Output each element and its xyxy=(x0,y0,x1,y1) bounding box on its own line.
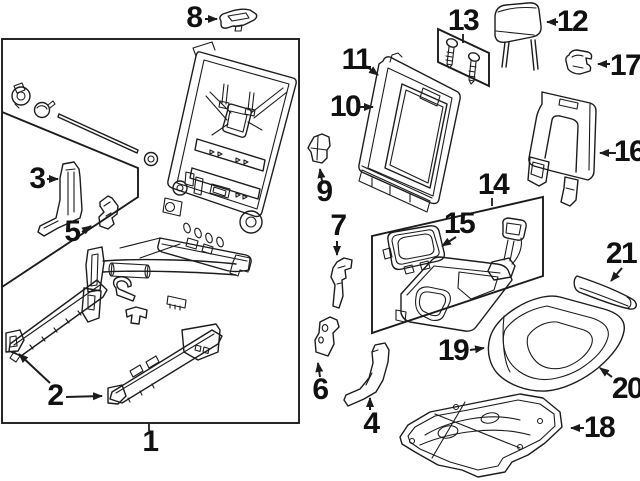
callout-1[interactable]: 1 xyxy=(142,425,159,458)
callout-17[interactable]: 17 xyxy=(609,49,640,82)
seat-base-drawing xyxy=(85,237,252,325)
callout-14[interactable]: 14 xyxy=(477,168,510,201)
group-box-13 xyxy=(437,27,490,88)
torsion-rod xyxy=(57,113,159,167)
seat-track-right xyxy=(107,323,223,405)
seat-back-frame-drawing xyxy=(162,41,297,248)
group-box-1 xyxy=(1,38,300,424)
part-seat-back-panel xyxy=(527,91,597,207)
part-latch-bracket xyxy=(330,257,353,309)
part-side-shield xyxy=(343,342,390,407)
callout-13[interactable]: 13 xyxy=(447,4,480,37)
part-mount-bracket xyxy=(98,195,119,230)
callout-21[interactable]: 21 xyxy=(605,237,638,270)
callout-20[interactable]: 20 xyxy=(611,372,640,405)
callout-5[interactable]: 5 xyxy=(64,215,81,248)
part-riser-bracket xyxy=(37,161,83,237)
callout-9[interactable]: 9 xyxy=(316,175,333,208)
callout-15[interactable]: 15 xyxy=(443,207,476,240)
callout-11[interactable]: 11 xyxy=(341,43,372,76)
callout-4[interactable]: 4 xyxy=(363,407,380,440)
part-handle-bezel xyxy=(219,8,258,32)
part-hinge-cover xyxy=(314,316,340,357)
callout-18[interactable]: 18 xyxy=(583,411,616,444)
callout-12[interactable]: 12 xyxy=(556,5,589,38)
callout-arrows xyxy=(18,15,623,432)
part-headrest xyxy=(494,2,542,71)
group-box-14 xyxy=(371,195,544,335)
recliner-knobs xyxy=(11,82,56,119)
part-cup-holder xyxy=(382,225,446,275)
part-bolster-pad xyxy=(573,275,637,310)
cushion-assembly-drawing xyxy=(395,217,527,332)
seat-track-left xyxy=(5,279,108,363)
callout-7[interactable]: 7 xyxy=(330,209,347,242)
callout-16[interactable]: 16 xyxy=(613,135,640,168)
part-seat-back xyxy=(358,52,461,213)
part-latch-cover xyxy=(565,49,593,75)
callout-8[interactable]: 8 xyxy=(186,1,203,34)
callout-6[interactable]: 6 xyxy=(312,373,329,406)
part-stop-bumper xyxy=(307,133,331,164)
callout-10[interactable]: 10 xyxy=(329,90,362,123)
part-seat-cushion xyxy=(487,295,625,392)
callout-2[interactable]: 2 xyxy=(47,379,64,412)
part-seat-pan xyxy=(399,393,563,478)
callout-19[interactable]: 19 xyxy=(437,334,470,367)
callout-3[interactable]: 3 xyxy=(29,162,46,195)
